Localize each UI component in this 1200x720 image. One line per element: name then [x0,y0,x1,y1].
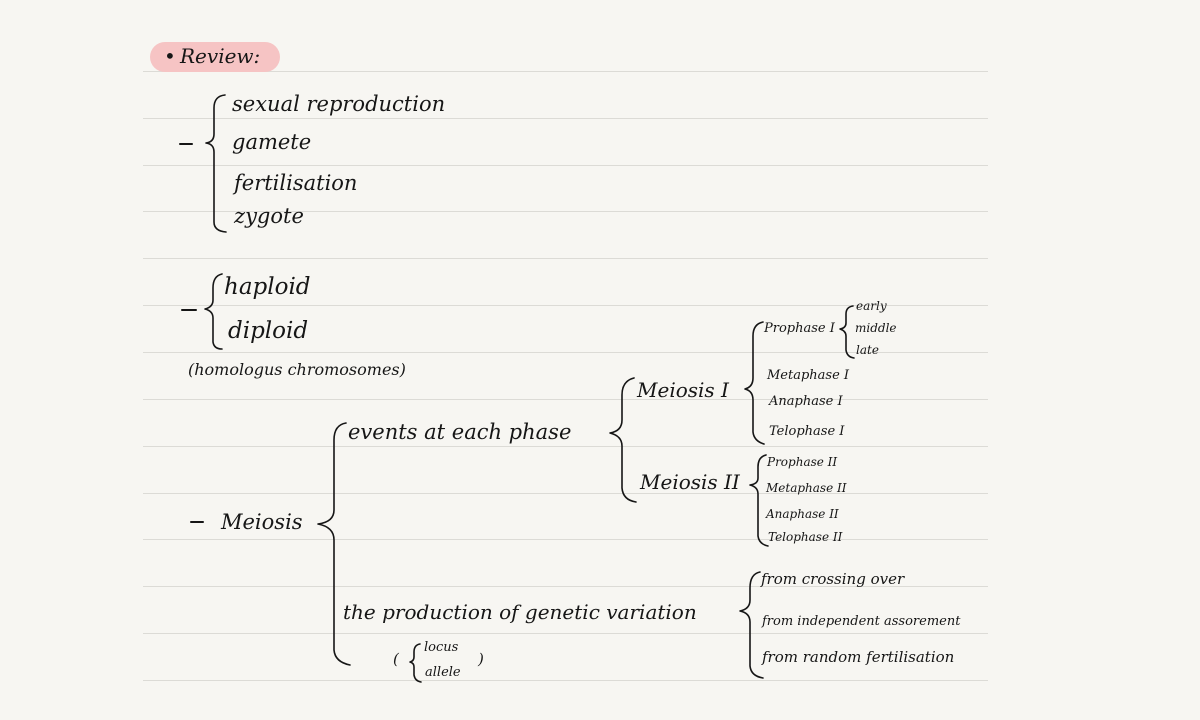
prophase1-early: early [856,299,887,313]
source-independent-assortment: from independent assorement [762,614,961,629]
meiosis-label: Meiosis [221,510,303,534]
meiosis1-brace [744,321,765,445]
heading-bullet: • [164,44,176,68]
note-allele: allele [425,665,461,680]
variation-label: the production of genetic variation [343,600,697,624]
events-brace [609,377,637,503]
ruled-line [143,71,988,72]
ruled-line [143,211,988,212]
note-locus: locus [424,640,459,655]
note-open-paren: ( [393,650,399,668]
ruled-line [143,539,988,540]
ruled-line [143,352,988,353]
meiosis1-label: Meiosis I [637,378,729,402]
prophase1-late: late [856,343,879,357]
ruled-line [143,680,988,681]
source-random-fertilisation: from random fertilisation [762,648,955,666]
prophase1-brace [839,305,855,359]
anaphase1-label: Anaphase I [769,394,843,409]
meiosis-brace [317,422,351,666]
source-crossing-over: from crossing over [761,570,905,588]
ruled-line [143,586,988,587]
group2-dash [181,309,197,311]
anaphase2-label: Anaphase II [766,507,839,521]
term-gamete: gamete [232,130,312,154]
note-homologous-chromosomes: (homologus chromosomes) [188,360,406,379]
meiosis-dash [190,521,204,523]
note-close-paren: ) [478,650,484,668]
metaphase2-label: Metaphase II [766,481,847,495]
prophase1-label: Prophase I [764,321,835,336]
prophase1-middle: middle [855,321,897,335]
metaphase1-label: Metaphase I [767,368,850,383]
meiosis2-brace [749,454,769,547]
ruled-line [143,493,988,494]
ruled-line [143,118,988,119]
term-diploid: diploid [228,318,309,344]
heading-highlight [150,42,280,72]
telophase1-label: Telophase I [769,424,845,439]
ruled-line [143,165,988,166]
ruled-line [143,305,988,306]
prophase2-label: Prophase II [767,455,838,469]
heading-title: Review: [180,44,261,68]
ruled-line [143,633,988,634]
locus-brace [409,643,422,683]
term-haploid: haploid [224,274,311,300]
term-zygote: zygote [234,204,304,228]
variation-brace [739,571,764,679]
group1-brace [205,94,227,233]
meiosis2-label: Meiosis II [640,470,740,494]
ruled-line [143,399,988,400]
group1-dash [179,143,193,145]
events-label: events at each phase [348,420,572,444]
ruled-line [143,446,988,447]
ruled-line [143,258,988,259]
group2-brace [204,273,223,350]
term-fertilisation: fertilisation [234,171,358,195]
term-sexual-reproduction: sexual reproduction [232,92,446,116]
telophase2-label: Telophase II [768,530,843,544]
